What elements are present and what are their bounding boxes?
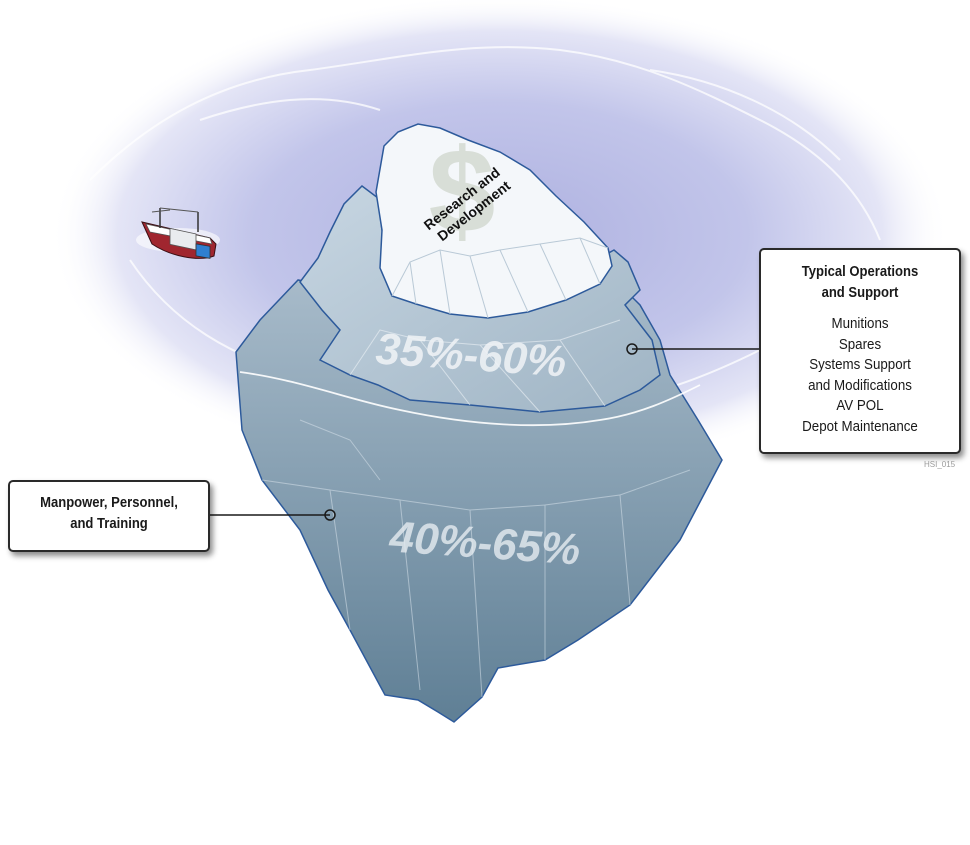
- list-item: AV POL: [836, 398, 884, 414]
- list-item: Depot Maintenance: [802, 418, 918, 435]
- waterline: [239, 371, 701, 427]
- manpower-leader-dot: [324, 509, 336, 521]
- manpower-callout: Manpower, Personnel, and Training: [8, 480, 210, 552]
- operations-title: Typical Operations and Support: [801, 264, 919, 301]
- figure-id: HSI_015: [924, 460, 956, 469]
- dollar-icon: $: [429, 124, 496, 258]
- ship-icon: [136, 207, 220, 259]
- list-item: Munitions: [831, 316, 889, 332]
- list-item: Spares: [838, 336, 882, 353]
- operations-callout: Typical Operations and Support Munitions…: [759, 248, 961, 454]
- iceberg-facets: [261, 419, 691, 698]
- list-item: Systems Support: [809, 357, 911, 373]
- operations-list: Munitions Spares Systems Support and Mod…: [769, 314, 951, 437]
- middle-facets: [349, 319, 621, 413]
- list-item: and Modifications: [808, 377, 912, 394]
- manpower-title: Manpower, Personnel, and Training: [40, 495, 178, 532]
- iceberg-tip: [375, 123, 613, 319]
- tip-facets: [391, 237, 609, 319]
- operations-leader-dot: [626, 343, 638, 355]
